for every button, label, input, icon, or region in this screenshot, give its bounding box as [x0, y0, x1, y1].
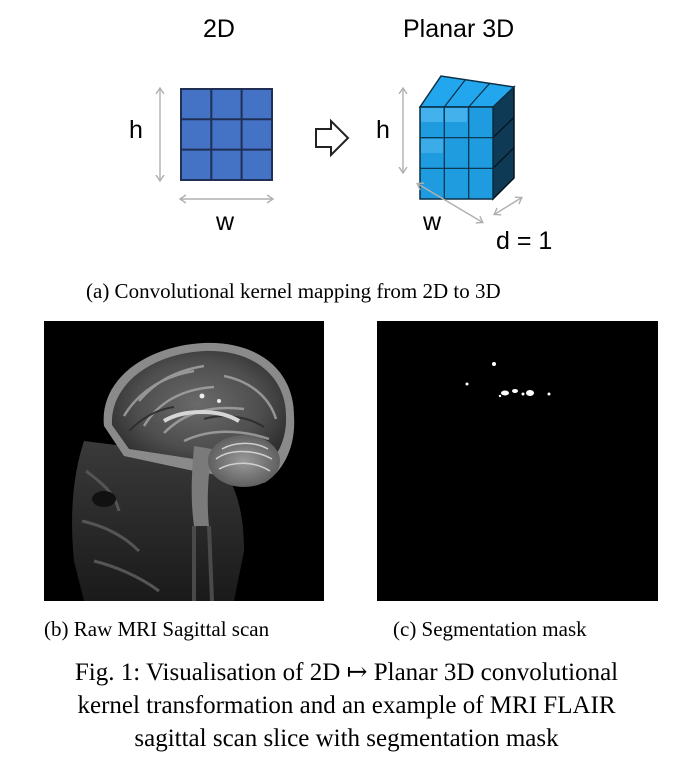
figure-caption-line-1: Fig. 1: Visualisation of 2D ↦ Planar 3D … [74, 659, 619, 686]
label-w-2d: w [216, 208, 235, 236]
kernel-3d-block [418, 75, 516, 201]
title-2d: 2D [203, 15, 235, 43]
label-h-2d: h [129, 116, 143, 144]
mapping-arrow-icon [315, 118, 350, 158]
w-dimension-arrow-3d [418, 184, 482, 222]
caption-c: (c) Segmentation mask [393, 617, 587, 641]
caption-a: (a) Convolutional kernel mapping from 2D… [86, 279, 501, 303]
kernel-diagram [0, 75, 693, 270]
figure-caption-line-2: kernel transformation and an example of … [77, 692, 616, 719]
mri-sagittal-image [44, 321, 324, 601]
figure-caption: Fig. 1: Visualisation of 2D ↦ Planar 3D … [0, 656, 693, 755]
caption-b: (b) Raw MRI Sagittal scan [44, 617, 270, 641]
title-planar-3d: Planar 3D [403, 15, 515, 43]
kernel-2d-grid [180, 88, 273, 181]
label-h-3d: h [376, 116, 390, 144]
segmentation-mask-image [377, 321, 658, 601]
figure-caption-line-3: sagittal scan slice with segmentation ma… [134, 725, 559, 752]
label-d-equals-1: d = 1 [496, 227, 553, 255]
d-dimension-arrow-3d [495, 198, 521, 214]
